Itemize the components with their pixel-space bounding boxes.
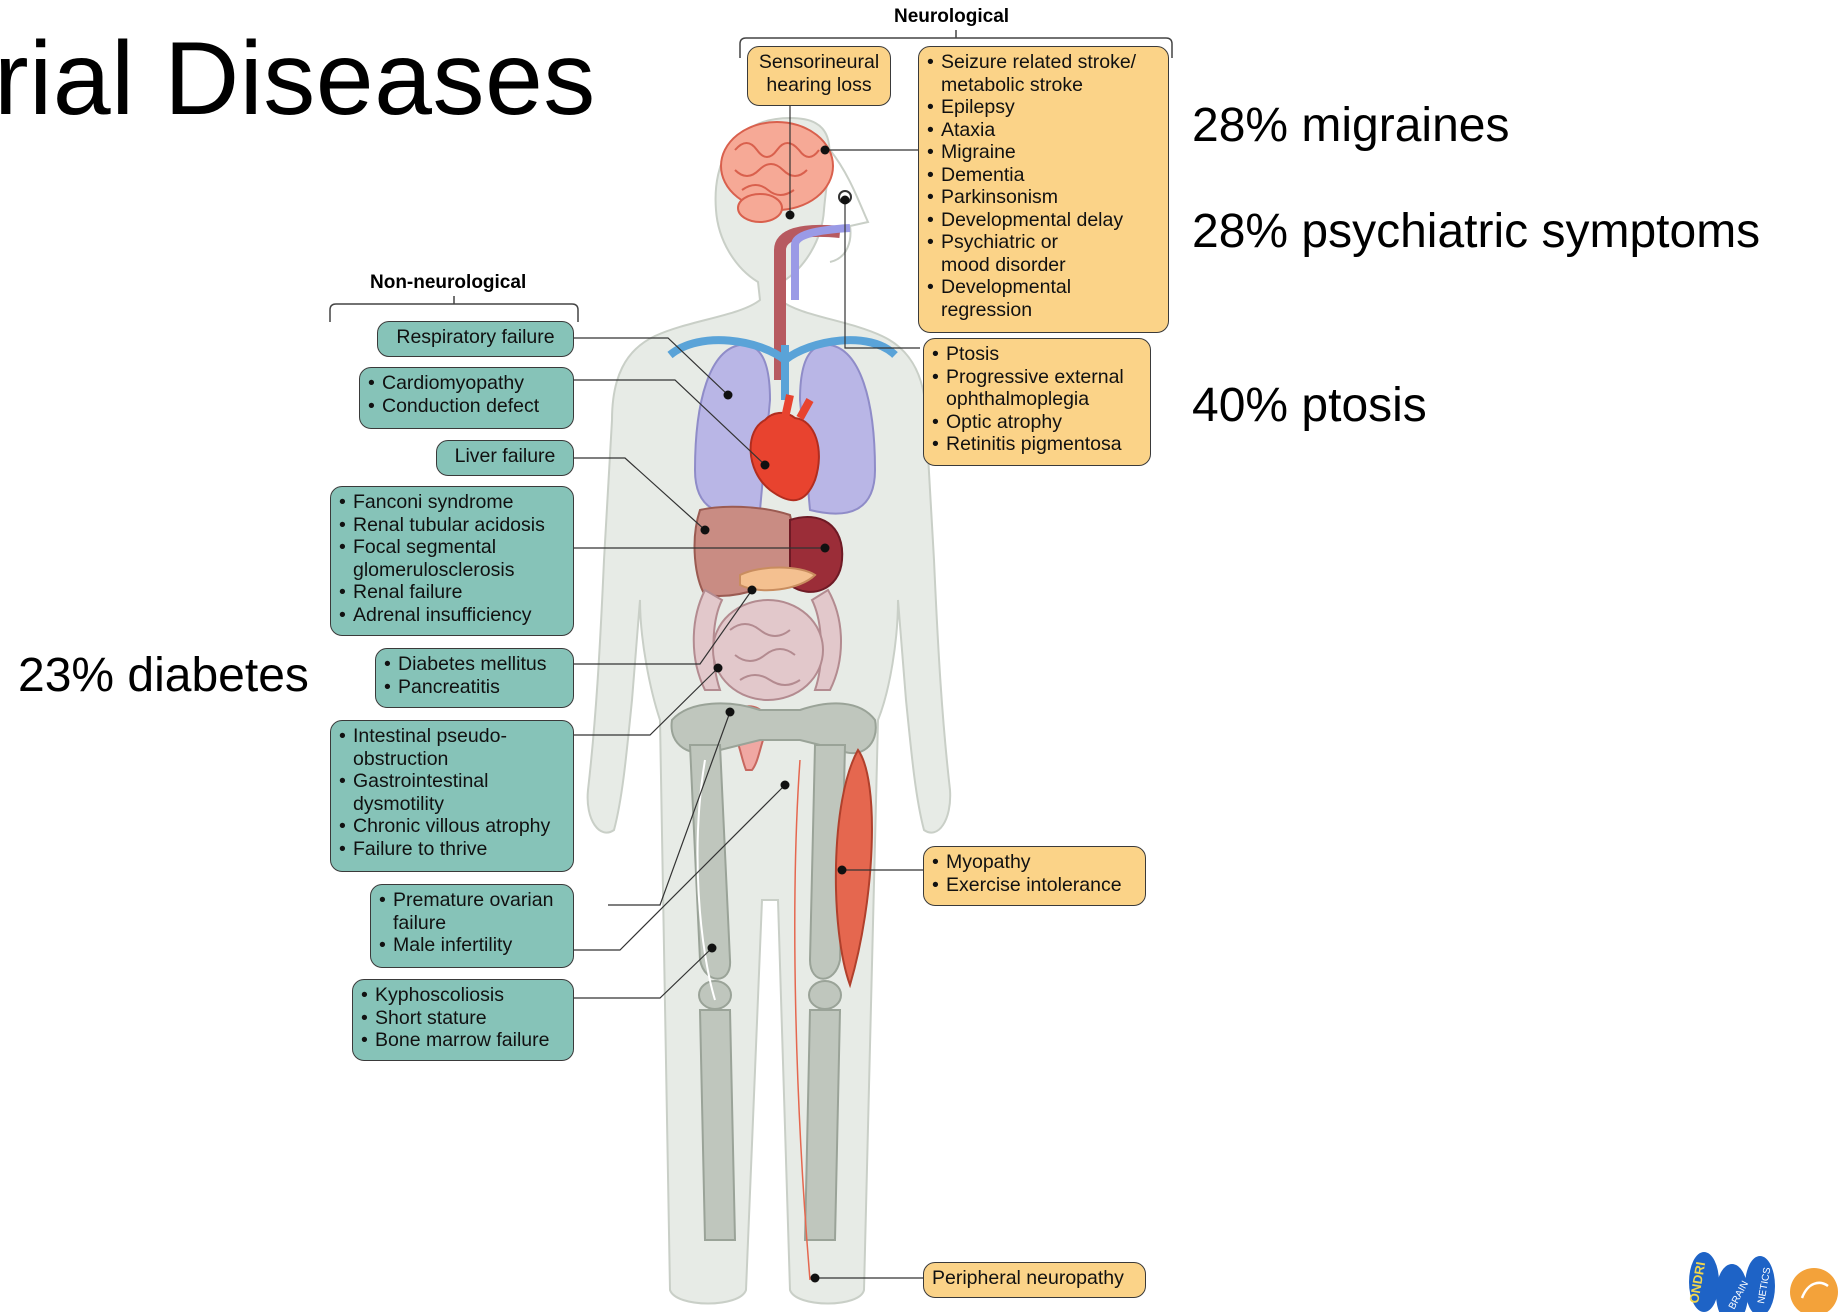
- liver-item: Liver failure: [445, 445, 565, 468]
- muscle-item: Exercise intolerance: [932, 874, 1137, 897]
- stat-diabetes: 23% diabetes: [18, 648, 309, 703]
- stat-migraines: 28% migraines: [1192, 98, 1509, 153]
- gut-item: Failure to thrive: [339, 838, 565, 861]
- stat-ptosis: 40% ptosis: [1192, 378, 1427, 433]
- nerve-item: Peripheral neuropathy: [932, 1267, 1137, 1290]
- heart-item: Conduction defect: [368, 395, 565, 418]
- logo-orange-circle: [1790, 1268, 1838, 1312]
- kidney-item-cont: glomerulosclerosis: [339, 559, 565, 582]
- box-brain-symptoms: Seizure related stroke/ metabolic stroke…: [918, 46, 1169, 333]
- bone-item: Short stature: [361, 1007, 565, 1030]
- gut-item: Chronic villous atrophy: [339, 815, 565, 838]
- reproductive-item: Premature ovarian: [379, 889, 565, 912]
- kidney-item: Focal segmental: [339, 536, 565, 559]
- box-muscle-symptoms: Myopathy Exercise intolerance: [923, 846, 1146, 906]
- box-bone: Kyphoscoliosis Short stature Bone marrow…: [352, 979, 574, 1061]
- pancreas-item: Diabetes mellitus: [384, 653, 565, 676]
- eye-item: Ptosis: [932, 343, 1142, 366]
- brain-item: Ataxia: [927, 119, 1160, 142]
- muscle-item: Myopathy: [932, 851, 1137, 874]
- brain-item: Dementia: [927, 164, 1160, 187]
- kidney-item: Adrenal insufficiency: [339, 604, 565, 627]
- brain-item-cont: metabolic stroke: [927, 74, 1160, 97]
- box-eye-symptoms: Ptosis Progressive external ophthalmople…: [923, 338, 1151, 466]
- box-gut: Intestinal pseudo- obstruction Gastroint…: [330, 720, 574, 872]
- face-profile: [830, 150, 868, 262]
- gut-item: Gastrointestinal: [339, 770, 565, 793]
- box-pancreas: Diabetes mellitus Pancreatitis: [375, 648, 574, 708]
- eye-item-cont: ophthalmoplegia: [932, 388, 1142, 411]
- respiratory-item: Respiratory failure: [386, 326, 565, 349]
- non-neurological-label: Non-neurological: [370, 272, 526, 294]
- brain-item: Developmental: [927, 276, 1160, 299]
- kidney-item: Fanconi syndrome: [339, 491, 565, 514]
- reproductive-item: Male infertility: [379, 934, 565, 957]
- gut-item: Intestinal pseudo-: [339, 725, 565, 748]
- box-respiratory: Respiratory failure: [377, 321, 574, 357]
- heart-item: Cardiomyopathy: [368, 372, 565, 395]
- box-reproductive: Premature ovarian failure Male infertili…: [370, 884, 574, 968]
- box-kidney: Fanconi syndrome Renal tubular acidosis …: [330, 486, 574, 636]
- stat-psychiatric: 28% psychiatric symptoms: [1192, 204, 1760, 259]
- brain-item: Epilepsy: [927, 96, 1160, 119]
- nonneuro-bracket: [330, 296, 578, 322]
- pancreas-item: Pancreatitis: [384, 676, 565, 699]
- gut-item-cont: dysmotility: [339, 793, 565, 816]
- org-logo: ONDRI BRAIN NETICS: [1688, 1252, 1842, 1312]
- neurological-label: Neurological: [894, 6, 1009, 28]
- brain-item: Developmental delay: [927, 209, 1160, 232]
- brain-item: Parkinsonism: [927, 186, 1160, 209]
- hearing-line-1: Sensorineural: [756, 51, 882, 74]
- box-nerve-symptoms: Peripheral neuropathy: [923, 1262, 1146, 1298]
- brain-item-cont: mood disorder: [927, 254, 1160, 277]
- eye-item: Progressive external: [932, 366, 1142, 389]
- box-heart: Cardiomyopathy Conduction defect: [359, 367, 574, 429]
- brain-item: Seizure related stroke/: [927, 51, 1160, 74]
- gut-item-cont: obstruction: [339, 748, 565, 771]
- eye-item: Optic atrophy: [932, 411, 1142, 434]
- eye-item: Retinitis pigmentosa: [932, 433, 1142, 456]
- hearing-line-2: hearing loss: [756, 74, 882, 97]
- intestines: [694, 590, 841, 700]
- brain-item: Migraine: [927, 141, 1160, 164]
- brain-item: Psychiatric or: [927, 231, 1160, 254]
- kidney-item: Renal failure: [339, 581, 565, 604]
- bone-item: Kyphoscoliosis: [361, 984, 565, 1007]
- box-hearing: Sensorineural hearing loss: [747, 46, 891, 106]
- bone-item: Bone marrow failure: [361, 1029, 565, 1052]
- kidney-item: Renal tubular acidosis: [339, 514, 565, 537]
- box-liver: Liver failure: [436, 440, 574, 476]
- reproductive-item-cont: failure: [379, 912, 565, 935]
- brain-item-cont: regression: [927, 299, 1160, 322]
